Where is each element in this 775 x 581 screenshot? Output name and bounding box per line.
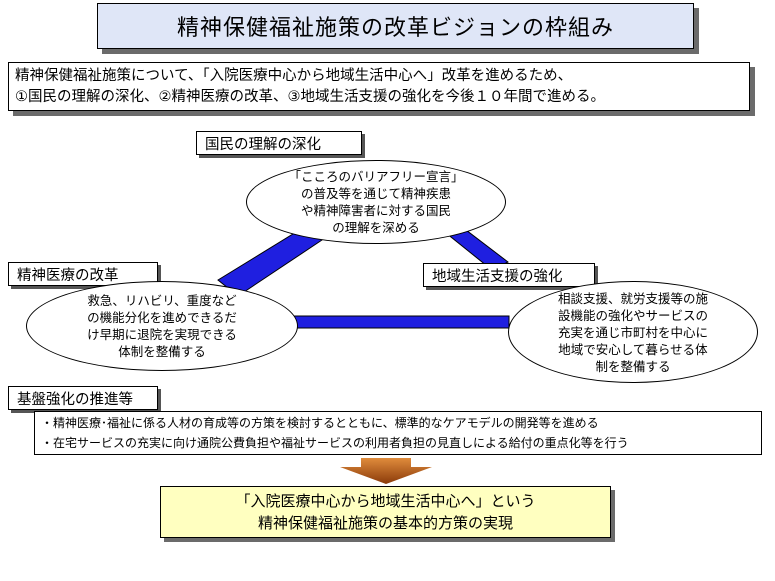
intro-line-2: ①国民の理解の深化、②精神医療の改革、③地域生活支援の強化を今後１０年間で進める… xyxy=(15,89,605,105)
community-desc-4: 地域で安心して暮らせる体 xyxy=(558,341,708,357)
community-desc-3: 充実を通じ市町村を中心に xyxy=(557,324,708,340)
medical-desc-3: け早期に退院を実現できる xyxy=(87,327,237,342)
community-label: 地域生活支援の強化 xyxy=(423,263,595,287)
foundation-label: 基盤強化の推進等 xyxy=(8,386,158,410)
understanding-desc-3: や精神障害者に対する国民 xyxy=(300,203,451,218)
result-line-2: 精神保健福祉施策の基本的方策の実現 xyxy=(257,514,513,532)
foundation-bullets: ・精神医療･福祉に係る人材の育成等の方策を検討するとともに、標準的なケアモデルの… xyxy=(34,411,762,455)
understanding-ellipse: 「こころのバリアフリー宣言」 の普及等を通じて精神疾患 や精神障害者に対する国民… xyxy=(246,160,506,244)
intro-box: 精神保健福祉施策について、「入院医療中心から地域生活中心へ」改革を進めるため、 … xyxy=(8,62,750,111)
understanding-desc-2: の普及等を通じて精神疾患 xyxy=(300,186,451,201)
community-ellipse: 相談支援、就労支援等の施 設機能の強化やサービスの 充実を通じ市町村を中心に 地… xyxy=(508,281,758,383)
foundation-bullet-2: ・在宅サービスの充実に向け通院公費負担や福祉サービスの利用者負担の見直しによる給… xyxy=(41,436,629,450)
understanding-desc-4: の理解を深める xyxy=(332,220,420,235)
medical-label: 精神医療の改革 xyxy=(8,262,158,286)
result-box: 「入院医療中心から地域生活中心へ」という 精神保健福祉施策の基本的方策の実現 xyxy=(160,486,611,538)
understanding-desc-1: 「こころのバリアフリー宣言」 xyxy=(288,169,464,184)
result-line-1: 「入院医療中心から地域生活中心へ」という xyxy=(235,492,536,510)
intro-line-1: 精神保健福祉施策について、「入院医療中心から地域生活中心へ」改革を進めるため、 xyxy=(15,68,573,84)
medical-desc-4: 体制を整備する xyxy=(118,344,206,359)
foundation-bullet-1: ・精神医療･福祉に係る人材の育成等の方策を検討するとともに、標準的なケアモデルの… xyxy=(41,416,599,430)
understanding-label: 国民の理解の深化 xyxy=(196,131,362,155)
community-desc-1: 相談支援、就労支援等の施 xyxy=(557,290,708,306)
page-title: 精神保健福祉施策の改革ビジョンの枠組み xyxy=(97,3,694,49)
medical-desc-1: 救急、リハビリ、重度など xyxy=(87,293,237,308)
medical-ellipse: 救急、リハビリ、重度など の機能分化を進めできるだ け早期に退院を実現できる 体… xyxy=(26,281,298,371)
community-desc-5: 制を整備する xyxy=(595,358,671,374)
down-arrow-icon xyxy=(340,458,432,484)
medical-desc-2: の機能分化を進めできるだ xyxy=(87,310,237,325)
community-desc-2: 設機能の強化やサービスの xyxy=(557,307,708,323)
